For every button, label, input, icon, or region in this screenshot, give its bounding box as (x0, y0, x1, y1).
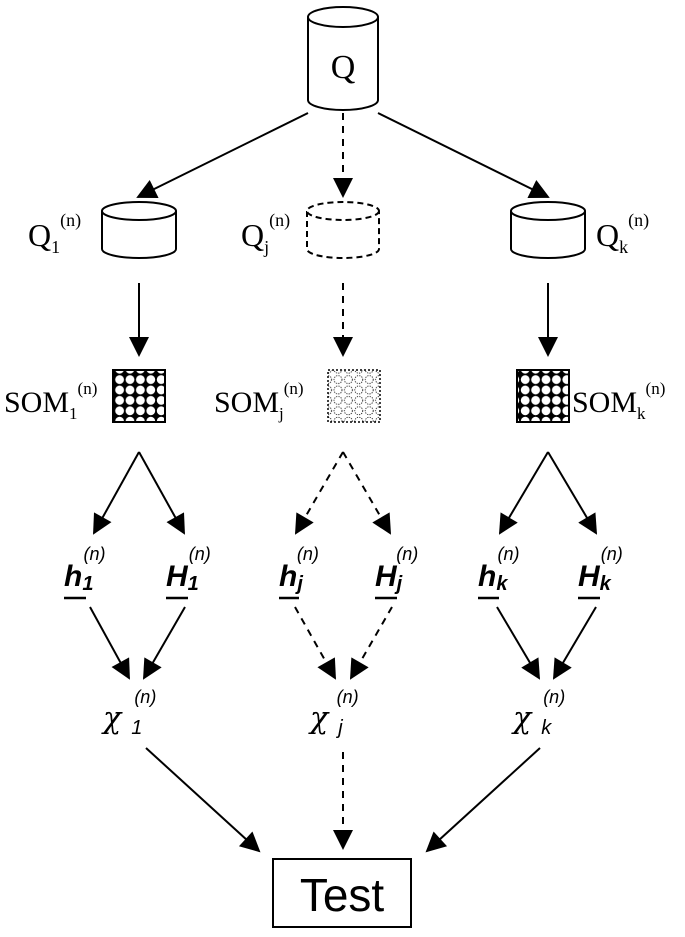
arrow-chi-1-to-test (145, 747, 261, 853)
arrow-H-1-to-chi (142, 606, 186, 680)
som-grid-1 (112, 369, 166, 423)
subset-database-1 (101, 201, 177, 259)
arrow-h-j-to-chi (294, 606, 336, 680)
source-database-top (307, 6, 379, 28)
hist-h-k: hk(n) (478, 544, 519, 600)
arrow-q-to-subset-k (377, 112, 550, 198)
arrow-som-j-to-h (294, 451, 344, 535)
svg-text:H1(n): H1(n) (166, 544, 211, 595)
hist-h-j: hj(n) (279, 544, 319, 600)
source-database-label: Q (331, 49, 356, 86)
som-label-1: SOM1(n) (4, 379, 97, 423)
subset-label-k: Qk(n) (596, 210, 649, 257)
test-box-label: Test (300, 869, 385, 921)
arrow-chi-k-to-test (425, 747, 541, 853)
hist-h-1: h1(n) (64, 544, 105, 600)
svg-text:hj(n): hj(n) (279, 544, 319, 595)
arrow-som-1-to-h (93, 451, 140, 535)
subset-database-j (306, 201, 380, 259)
som-grid-k (516, 369, 570, 423)
som-label-j: SOMj(n) (214, 379, 304, 423)
som-grid-j (327, 369, 381, 423)
hist-H-k: Hk(n) (578, 544, 623, 600)
som-label-k: SOMk(n) (572, 379, 665, 423)
source-database: Q (307, 6, 379, 111)
svg-text:hk(n): hk(n) (478, 544, 519, 595)
arrow-som-j-to-H (342, 451, 392, 535)
subset-label-j: Qj(n) (241, 210, 290, 257)
source-database-cylinder (307, 17, 379, 111)
svg-text:Hk(n): Hk(n) (578, 544, 623, 595)
hist-H-j: Hj(n) (375, 544, 418, 600)
arrow-q-to-subset-1 (136, 112, 309, 198)
svg-text:Hj(n): Hj(n) (375, 544, 418, 595)
subset-label-1: Q1(n) (28, 210, 81, 257)
arrow-h-1-to-chi (89, 606, 130, 680)
arrow-H-j-to-chi (349, 606, 393, 680)
arrow-som-k-to-h (498, 451, 549, 535)
arrow-h-k-to-chi (496, 606, 541, 680)
subset-database-k (510, 201, 586, 259)
svg-text:h1(n): h1(n) (64, 544, 105, 595)
arrow-som-1-to-H (138, 451, 185, 535)
arrow-som-k-to-H (547, 451, 598, 535)
arrow-H-k-to-chi (552, 606, 597, 680)
test-box: Test (272, 858, 412, 928)
hist-H-1: H1(n) (166, 544, 211, 600)
